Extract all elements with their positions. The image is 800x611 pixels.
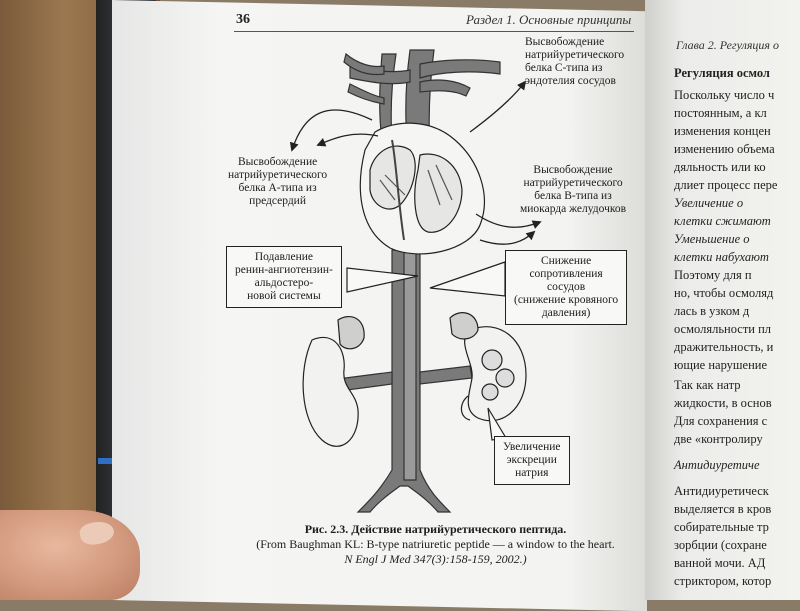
right-page-line: Уменьшение о (674, 232, 750, 246)
label-line: миокарда желудочков (520, 203, 627, 215)
right-page-line: изменения концен (674, 124, 771, 138)
label-line: эндотелия сосудов (525, 75, 616, 87)
right-page-line: Увеличение о (674, 196, 744, 210)
heart (359, 122, 485, 255)
right-page-line: Поэтому для п (674, 268, 752, 282)
right-page-line: клетки набухают (674, 250, 769, 264)
right-page-line: жидкости, в основ (674, 396, 772, 410)
figure-caption: Рис. 2.3. Действие натрийуретического пе… (238, 522, 633, 567)
right-page-line: но, чтобы осмоляд (674, 286, 774, 300)
right-page-line: Для сохранения с (674, 414, 768, 428)
label-line: натрийуретического (525, 49, 625, 61)
label-line: Высвобождение (237, 156, 318, 168)
right-page-line: собирательные тр (674, 520, 769, 534)
right-page-line: лась в узком д (674, 304, 750, 318)
label-line: (снижение кровяного (514, 294, 619, 306)
right-page-line: ванной мочи. АД (674, 556, 766, 570)
label-line: давления) (541, 307, 591, 319)
running-head-left: Раздел 1. Основные принципы (466, 12, 632, 27)
right-page-line: Поскольку число ч (674, 88, 775, 102)
label-line: новой системы (247, 290, 321, 302)
label-line: белка С-типа из (525, 62, 603, 74)
right-page-line: две «контролиру (674, 432, 763, 446)
right-page-line: стриктором, котор (674, 574, 772, 588)
label-line: Увеличение (503, 441, 561, 453)
right-page-line: Антидиуретическ (674, 484, 769, 498)
page-number: 36 (236, 12, 250, 27)
caption-source: (From Baughman KL: B-type natriuretic pe… (256, 537, 615, 551)
right-page-line: дяльность или ко (674, 160, 766, 174)
label-line: Высвобождение (533, 164, 613, 176)
label-line: Высвобождение (525, 36, 605, 48)
label-line: белка В-типа из (534, 190, 612, 202)
right-page-line: Так как натр (674, 378, 741, 392)
label-line: натрия (515, 467, 549, 479)
running-head-right: Глава 2. Регуляция о (676, 38, 779, 52)
label-line: сопротивления (529, 268, 603, 280)
right-page-line: клетки сжимают (674, 214, 771, 228)
caption-journal: N Engl J Med 347(3):158-159, 2002.) (344, 552, 527, 566)
label-line: белка А-типа из (238, 182, 317, 194)
box-resistance: Снижение сопротивления сосудов (снижение… (505, 250, 628, 325)
label-line: ренин-ангиотензин- (235, 264, 333, 276)
right-page-line: изменению объема (674, 142, 775, 156)
right-page (645, 0, 800, 600)
label-line: Подавление (254, 251, 314, 263)
label-line: предсердий (249, 195, 306, 207)
label-line: экскреции (506, 454, 557, 466)
label-line: Снижение (540, 255, 592, 267)
right-page-line: зорбции (сохране (674, 538, 767, 552)
label-c-type: Высвобождение натрийуретического белка С… (525, 36, 624, 88)
book-spine-mark (98, 458, 112, 464)
label-a-type: Высвобождение натрийуретического белка А… (228, 156, 327, 208)
header-rule (234, 31, 634, 32)
right-page-line: длиет процесс пере (674, 178, 778, 192)
right-page-line: дражительность, и (674, 340, 774, 354)
box-raas: Подавление ренин-ангиотензин- альдостеро… (226, 246, 342, 308)
label-b-type: Высвобождение натрийуретического белка В… (520, 164, 626, 216)
finger (0, 510, 140, 600)
left-kidney (302, 316, 365, 447)
label-line: альдостеро- (254, 277, 314, 289)
right-page-line: Антидиуретиче (674, 458, 760, 472)
caption-title: Рис. 2.3. Действие натрийуретического пе… (304, 522, 567, 536)
label-line: сосудов (547, 281, 586, 293)
arrows (289, 80, 542, 245)
right-page-line: ющие нарушение (674, 358, 767, 372)
right-page-line: Регуляция осмол (674, 66, 770, 80)
label-line: натрийуретического (228, 169, 328, 181)
box-sodium: Увеличение экскреции натрия (494, 436, 570, 485)
right-page-line: постоянным, а кл (674, 106, 767, 120)
right-page-line: осмоляльности пл (674, 322, 772, 336)
label-line: натрийуретического (523, 177, 623, 189)
right-kidney (449, 312, 527, 422)
right-page-line: выделяется в кров (674, 502, 772, 516)
